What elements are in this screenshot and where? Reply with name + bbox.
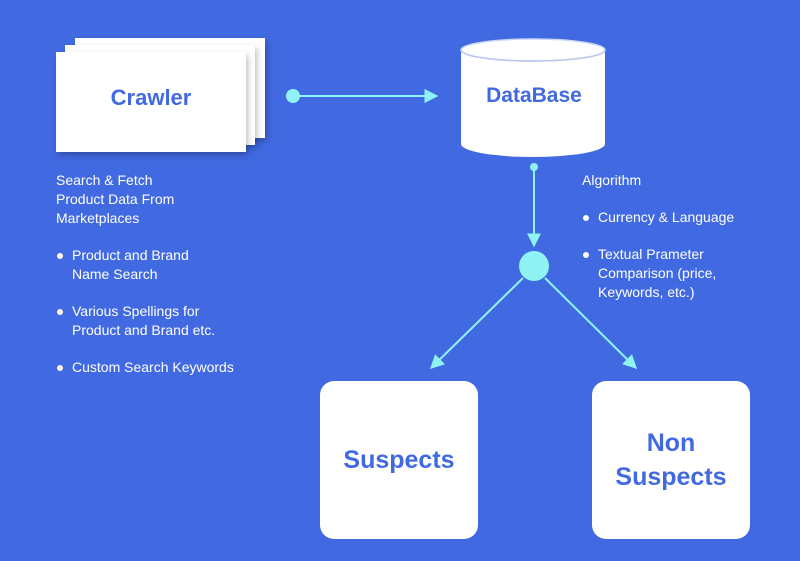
algorithm-feature-item: Textual Prameter Comparison (price, Keyw… <box>582 245 782 302</box>
database-label: DataBase <box>486 84 582 107</box>
feature-line: Currency & Language <box>598 209 735 225</box>
feature-line: Textual Prameter <box>598 246 704 262</box>
crawler-node: Crawler <box>56 52 246 152</box>
database-to-algorithm-connector <box>527 163 541 248</box>
junction-to-non-suspects-arrow <box>544 277 637 369</box>
feature-line: Various Spellings for <box>72 303 200 319</box>
feature-line: Keywords, etc.) <box>598 284 695 300</box>
connector-start-dot <box>286 89 300 103</box>
feature-line: Name Search <box>72 266 158 282</box>
feature-line: Custom Search Keywords <box>72 359 234 375</box>
non-suspects-label-line2: Suspects <box>615 463 727 491</box>
non-suspects-node: Non Suspects <box>592 381 750 539</box>
crawler-intro: Search & Fetch Product Data From Marketp… <box>56 171 286 228</box>
algorithm-feature-list: Currency & Language Textual Prameter Com… <box>582 208 782 302</box>
algorithm-feature-item: Currency & Language <box>582 208 782 227</box>
suspects-node: Suspects <box>320 381 478 539</box>
non-suspects-label-line1: Non <box>646 429 696 457</box>
crawler-intro-line: Marketplaces <box>56 210 140 226</box>
crawler-intro-line: Product Data From <box>56 191 175 207</box>
crawler-description: Search & Fetch Product Data From Marketp… <box>56 171 286 377</box>
crawler-to-database-connector <box>286 89 439 103</box>
algorithm-title: Algorithm <box>582 172 642 188</box>
junction-to-suspects-arrow <box>429 277 524 369</box>
crawler-feature-item: Various Spellings for Product and Brand … <box>56 302 286 340</box>
feature-line: Product and Brand etc. <box>72 322 216 338</box>
algorithm-description: Algorithm Currency & Language Textual Pr… <box>582 171 782 302</box>
feature-line: Product and Brand <box>72 247 189 263</box>
algorithm-junction-node <box>519 251 549 281</box>
crawler-feature-item: Product and Brand Name Search <box>56 246 286 284</box>
crawler-intro-line: Search & Fetch <box>56 172 153 188</box>
database-node <box>460 38 606 157</box>
crawler-feature-item: Custom Search Keywords <box>56 358 286 377</box>
feature-line: Comparison (price, <box>598 265 717 281</box>
suspects-label: Suspects <box>343 446 455 474</box>
crawler-label: Crawler <box>110 85 192 110</box>
crawler-feature-list: Product and Brand Name Search Various Sp… <box>56 246 286 377</box>
